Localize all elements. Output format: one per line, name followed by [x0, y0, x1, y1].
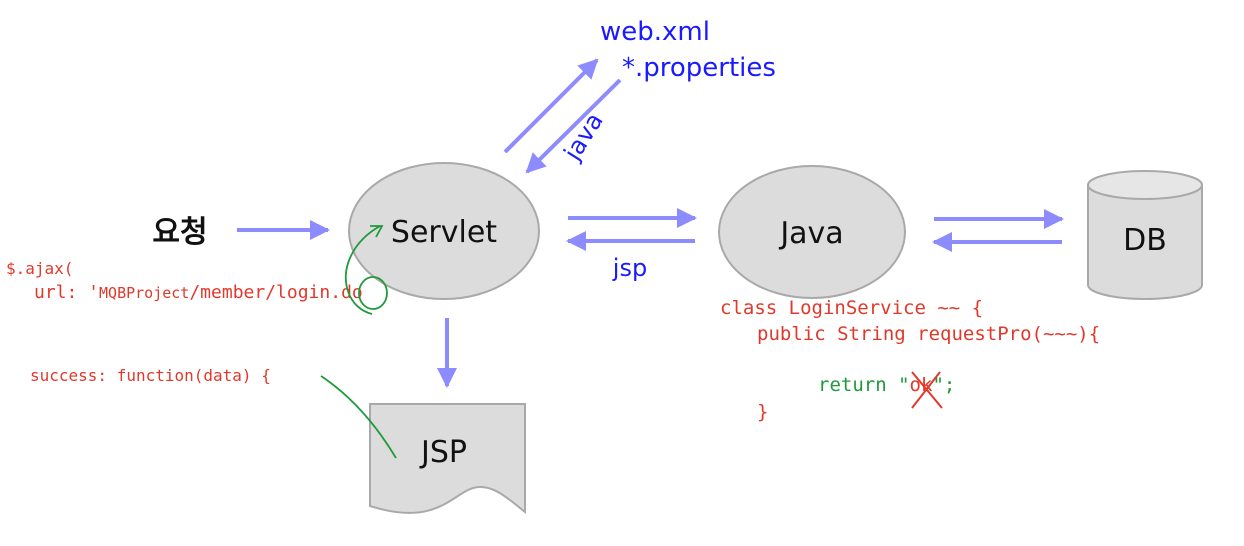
java-edge-label: java — [558, 108, 609, 166]
service-line-4: } — [757, 401, 768, 423]
config-to-servlet-arrow — [525, 78, 622, 174]
ajax-url-prefix: url: ' — [34, 282, 99, 303]
green-loop-arrow — [345, 225, 381, 315]
properties-label: *.properties — [622, 53, 776, 83]
ajax-line-1: $.ajax( — [6, 259, 73, 278]
service-line-3: return "ok"; — [818, 374, 955, 396]
ajax-line-3: success: function(data) { — [30, 366, 271, 385]
handwritten-annotations — [320, 225, 943, 459]
ajax-line-2: url: 'MQBProject/member/login.do — [34, 282, 363, 303]
servlet-to-config-arrow — [503, 58, 599, 154]
return-keyword: return — [818, 374, 887, 396]
service-code-block: class LoginService ~~ { public String re… — [720, 297, 1100, 423]
ajax-url-path: /member/login — [189, 282, 330, 303]
return-open-quote: " — [898, 374, 909, 396]
green-loop-arrowhead — [370, 225, 384, 238]
service-line-2: public String requestPro(~~~){ — [757, 323, 1100, 345]
webxml-label: web.xml — [600, 17, 710, 47]
green-circle-do — [358, 276, 388, 310]
jsp-edge-label: jsp — [612, 254, 647, 282]
request-label: 요청 — [152, 215, 207, 250]
servlet-node: Servlet — [348, 162, 540, 300]
ajax-url-dot: . — [330, 282, 341, 303]
jsp-document: JSP — [369, 403, 526, 515]
jsp-label: JSP — [419, 435, 467, 470]
return-close: "; — [932, 374, 955, 396]
db-cylinder: DB — [1087, 170, 1203, 300]
ajax-code-block: $.ajax( url: 'MQBProject/member/login.do… — [6, 259, 363, 385]
java-label: Java — [778, 216, 843, 251]
java-node: Java — [718, 165, 906, 299]
red-strike-ok — [911, 371, 943, 409]
green-line-success-to-jsp — [320, 375, 397, 459]
db-label: DB — [1123, 223, 1167, 258]
ajax-url-project: MQBProject — [99, 284, 189, 302]
servlet-label: Servlet — [391, 215, 497, 250]
service-line-1: class LoginService ~~ { — [720, 297, 983, 319]
